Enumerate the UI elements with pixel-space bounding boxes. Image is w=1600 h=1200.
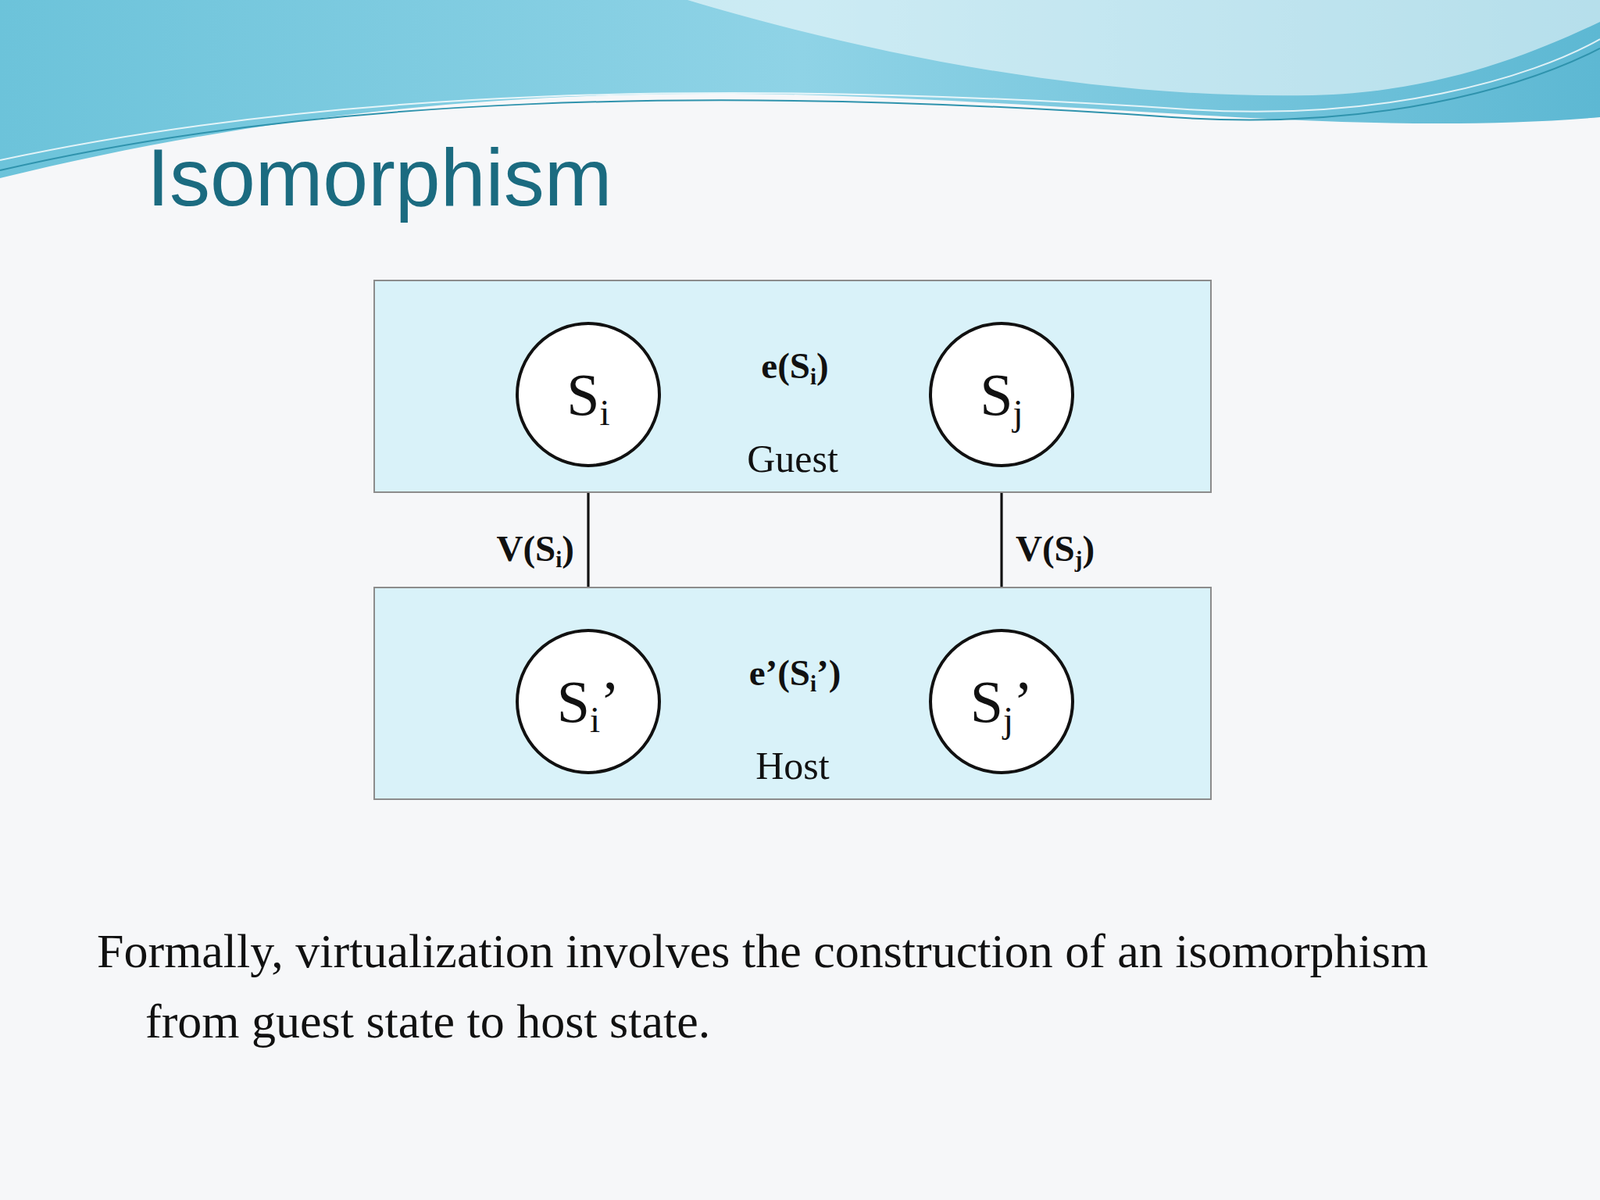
circle-shape: [517, 323, 660, 466]
edge-label: V(Si): [496, 527, 575, 570]
band-label: Host: [375, 742, 1211, 789]
state-circle: Sj’: [928, 628, 1075, 775]
band-label: Guest: [375, 435, 1211, 482]
state-name: Sj: [979, 360, 1023, 429]
edge-label: e(Si): [760, 344, 829, 387]
state-name: Si’: [557, 667, 621, 736]
state-band: Host Si’ Sj’: [373, 586, 1212, 800]
caption-text: Formally, virtualization involves the co…: [96, 915, 1504, 1057]
edge-label: V(Sj): [1015, 527, 1095, 570]
circle-text-holder: Sj: [928, 321, 1075, 468]
state-name: Si: [566, 360, 610, 429]
circle-shape: [930, 323, 1073, 466]
slide-title: Isomorphism: [146, 131, 612, 225]
circle-text-holder: Si’: [514, 628, 662, 775]
circle-text-holder: Si: [514, 321, 662, 468]
circle-shape: [517, 630, 660, 773]
state-circle: Sj: [928, 321, 1075, 468]
state-band: Guest Si Sj: [373, 279, 1212, 493]
header-swoosh: [687, 0, 1600, 96]
circle-shape: [930, 630, 1073, 773]
state-circle: Si: [514, 321, 662, 468]
state-name: Sj’: [970, 667, 1034, 736]
state-circle: Si’: [514, 628, 662, 775]
edge-label: e’(Si’): [749, 651, 842, 694]
circle-text-holder: Sj’: [928, 628, 1075, 775]
